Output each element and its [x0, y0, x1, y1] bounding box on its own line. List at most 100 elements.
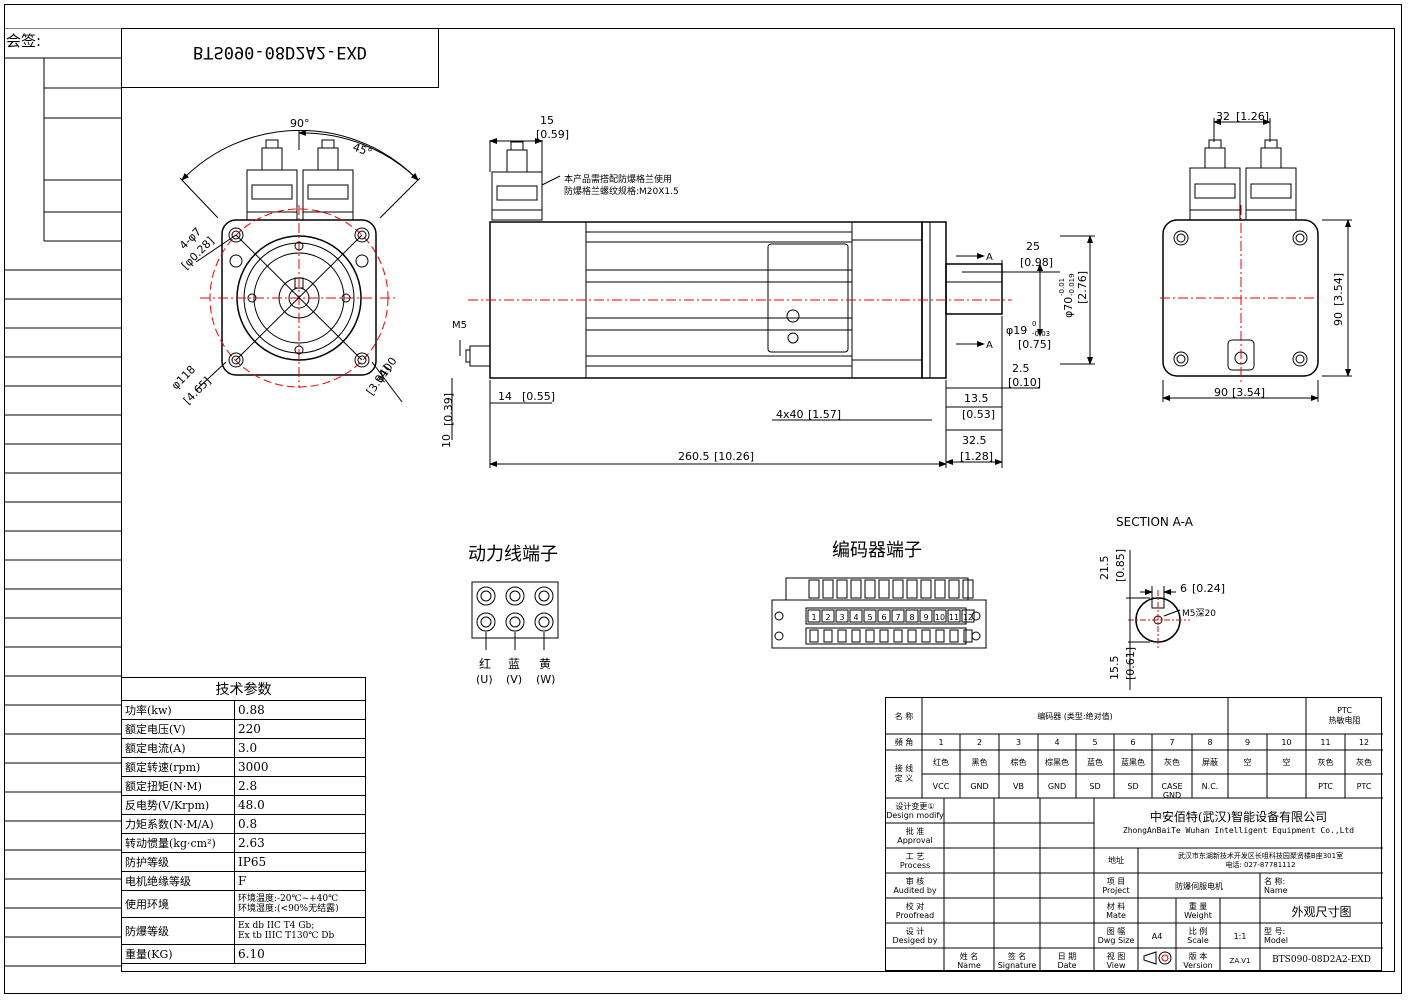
tech-param-label: 力矩系数(N·M/A): [121, 814, 235, 834]
sign-sig-en: Signature: [997, 961, 1037, 970]
dia-19: φ19: [1006, 324, 1027, 337]
dim-6: 6: [1180, 582, 1187, 595]
encoder-pin-box: [919, 609, 933, 623]
angle-90-label: 90°: [290, 117, 310, 130]
pin-signal: GND: [1047, 782, 1067, 791]
pin-number: 3: [1015, 738, 1022, 747]
dim-260-5: 260.5: [678, 450, 710, 463]
tech-param-value: 220: [234, 719, 366, 739]
pin-number: 10: [1281, 738, 1292, 747]
process-en: Process: [899, 861, 931, 870]
encoder-pin-top: [920, 579, 932, 599]
dim-4x40-inch: [1.57]: [808, 408, 841, 421]
encoder-pin-box: [849, 609, 863, 623]
pin-signal: VCC: [932, 782, 950, 791]
dim-13-5: 13.5: [964, 392, 989, 405]
title-block-grid: [886, 698, 1383, 972]
side-view: [451, 138, 1095, 468]
tech-param-value: 48.0: [234, 795, 366, 815]
designed-en: Desiged by: [892, 936, 938, 945]
encoder-pin-top: [906, 579, 918, 599]
material-label: 材 料: [1106, 902, 1126, 911]
section-aa: [1126, 550, 1190, 690]
drawing-inner-border: [121, 28, 1395, 972]
pin-encoder-label: 编码器 (类型:绝对值): [1037, 712, 1113, 721]
dia-19-tol-bot: -0.03: [1032, 330, 1050, 338]
pin-signal: N.C.: [1201, 782, 1219, 791]
encoder-pin-slot: [949, 629, 959, 643]
pin-number: 4: [1054, 738, 1060, 747]
dia-19-tol-top: 0: [1032, 320, 1036, 328]
dim-90-vertical-inch: [3.54]: [1332, 273, 1345, 306]
tech-param-row: 额定转速(rpm)3000: [121, 757, 366, 777]
dim-10: 10: [440, 434, 453, 448]
pin-ptc-label2: 热敏电阻: [1328, 716, 1361, 725]
scale-en: Scale: [1187, 936, 1209, 945]
tech-param-row: 重量(KG)6.10: [121, 944, 366, 964]
company-name-cn: 中安佰特(武汉)智能设备有限公司: [1149, 810, 1328, 824]
front-view: [179, 129, 421, 403]
encoder-pin-box: [877, 609, 891, 623]
pin-number: 11: [1320, 738, 1331, 747]
pin-color: 灰色: [1164, 758, 1180, 767]
version-label: 版 本: [1188, 952, 1208, 961]
encoder-pin-box: [905, 609, 919, 623]
angle-45-label: 45°: [351, 141, 374, 160]
dim-32: 32: [1216, 110, 1230, 123]
pin-color: 蓝黑色: [1121, 758, 1145, 767]
tech-param-value: F: [234, 871, 366, 891]
dia-70-inch: [2.76]: [1076, 271, 1089, 304]
tech-param-label: 额定转速(rpm): [121, 757, 235, 777]
pin-signal: CASE GND: [1161, 782, 1183, 800]
tech-param-label: 反电势(V/Krpm): [121, 795, 235, 815]
m5-depth-label: M5深20: [1182, 608, 1216, 619]
tech-param-row: 转动惯量(kg·cm²)2.63: [121, 833, 366, 853]
encoder-pin-box: [807, 609, 821, 623]
pin-color: 红色: [933, 758, 949, 767]
encoder-pin-top: [850, 579, 862, 599]
dim-14: 14: [498, 390, 512, 403]
dim-90-vertical: 90: [1332, 312, 1345, 326]
pin-name-label: 名 称: [894, 712, 914, 721]
dia-70-tol-bot: -0.019: [1068, 273, 1076, 296]
pin-number: 12: [1358, 738, 1370, 747]
dia-100-inch-label: [3.94]: [364, 363, 394, 398]
projection-symbol: [1143, 951, 1172, 965]
pin-color: 空: [1282, 758, 1291, 767]
size-en: Dwg Size: [1097, 936, 1135, 945]
pin-number: 5: [1092, 738, 1098, 747]
encoder-pin-slot: [893, 629, 903, 643]
encoder-pin-top: [836, 579, 848, 599]
encoder-pin-top: [892, 579, 904, 599]
process-label: 工 艺: [905, 852, 925, 861]
encoder-pin-number: 10: [935, 613, 945, 622]
tech-param-label: 防爆等级: [121, 917, 235, 945]
encoder-pin-slot: [879, 629, 889, 643]
section-a-top: A: [986, 252, 993, 263]
dim-25-inch: [0.98]: [1020, 256, 1053, 269]
dim-260-5-inch: [10.26]: [714, 450, 754, 463]
project-en: Project: [1102, 886, 1130, 895]
power-label-v: (V): [506, 673, 522, 686]
pin-color: 棕色: [1010, 758, 1027, 767]
dia-70-tol-top: -0.01: [1058, 278, 1066, 296]
dim-2-5: 2.5: [1012, 362, 1030, 375]
sign-date-label: 日 期: [1057, 952, 1077, 961]
sign-date-en: Date: [1057, 961, 1077, 970]
model-label: 型 号:: [1264, 927, 1286, 936]
pin-def-label2: 定 义: [894, 774, 914, 783]
dim-4x40: 4x40: [776, 408, 804, 421]
gland-note-2: 防爆格兰螺纹规格:M20X1.5: [564, 185, 679, 197]
drawing-name: 外观尺寸图: [1291, 905, 1352, 919]
weight-label: 重 量: [1188, 902, 1208, 911]
dim-2-5-inch: [0.10]: [1008, 376, 1041, 389]
encoder-pin-number: 5: [867, 613, 872, 622]
pin-ptc-label: PTC: [1337, 706, 1352, 715]
tech-param-value: 2.8: [234, 776, 366, 796]
encoder-pin-number: 9: [923, 613, 928, 622]
dim-32-5: 32.5: [962, 434, 987, 447]
